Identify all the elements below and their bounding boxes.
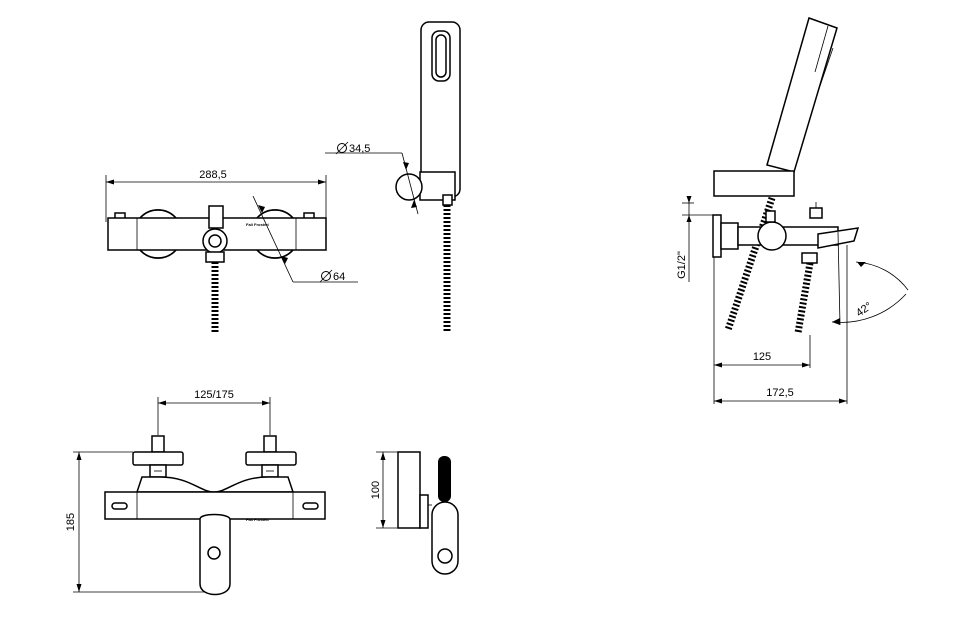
dim-arrow (380, 452, 386, 460)
dim-label-offset: 100 (370, 481, 382, 499)
hose-connector (442, 194, 453, 206)
shower-hose (724, 196, 776, 332)
hose-nut (205, 251, 225, 263)
spout-aerator (207, 546, 221, 560)
eccentric-connector (720, 222, 739, 250)
shower-hose-segment (438, 456, 451, 502)
side-view: G1/2" 42° 125 172,5 (676, 17, 909, 404)
dim-label-angle: 42° (854, 300, 875, 319)
dim-arrow (76, 452, 82, 460)
dim-label-diameter-holder: 34,5 (349, 143, 370, 155)
wall-flange-right (245, 451, 297, 466)
hand-shower-view: 34,5 (325, 21, 461, 333)
outlet-inner (208, 234, 222, 248)
shower-holder-side (713, 170, 795, 197)
shower-head-line (814, 25, 829, 73)
diameter-symbol (321, 271, 331, 281)
dim-arrow (106, 179, 114, 185)
end-cap-slot (111, 502, 128, 510)
bottom-view: 125/175 185 Fali Frosted (65, 389, 326, 596)
dim-arrow (839, 398, 847, 404)
side-top-nut (809, 207, 823, 219)
front-view: 288,5 Fali Frosted 64 (105, 169, 358, 333)
shower-hose-lower (794, 262, 814, 334)
holder-side-view: 100 (370, 451, 459, 575)
angle-leg-vertical (837, 231, 841, 326)
dim-arrow (686, 196, 692, 203)
side-knob (757, 221, 787, 251)
wall-flange-left (132, 451, 184, 466)
dim-arrow (258, 205, 265, 213)
knob-outline-bottom (256, 249, 294, 259)
dim-label-connection: G1/2" (676, 251, 688, 279)
dim-arrow (158, 400, 166, 406)
brand-logo: Fali Frosted (246, 222, 269, 227)
body-top-curve (135, 476, 295, 493)
dim-arrow (403, 162, 409, 170)
holder-arm (419, 494, 429, 529)
knob-outline-bottom (139, 249, 177, 259)
dim-arrow (411, 200, 417, 208)
angle-arrow (857, 262, 866, 267)
dim-arrow (714, 398, 722, 404)
outlet-stem (208, 205, 224, 229)
dim-label-spacing: 125/175 (194, 389, 234, 401)
dim-label-diameter-handle: 64 (333, 271, 345, 283)
dim-arrow (318, 179, 326, 185)
dim-label-125: 125 (753, 351, 771, 363)
dim-arrow (262, 400, 270, 406)
wall-flange (712, 214, 722, 258)
hand-shower-tilted (766, 17, 838, 173)
shower-head-line (819, 47, 834, 87)
angle-arrow (832, 318, 840, 325)
inlet-stem-left (151, 435, 165, 453)
end-cap-slot (302, 502, 319, 510)
hose-nut-side (801, 252, 818, 264)
shower-end-cap (437, 548, 453, 564)
shower-head-inner (435, 34, 447, 78)
knob-outline-top (139, 209, 177, 219)
dim-arrow (686, 215, 692, 222)
dim-arrow (76, 584, 82, 592)
diameter-symbol-slash (319, 269, 333, 283)
diameter-symbol (337, 143, 347, 153)
angle-arc-upper (855, 261, 909, 291)
dim-label-172: 172,5 (766, 387, 794, 399)
dim-arrow (281, 256, 288, 264)
dim-arrow (802, 362, 810, 368)
dim-arrow (380, 520, 386, 528)
side-outlet (765, 210, 776, 223)
dim-leader-diameter (252, 195, 294, 283)
dim-arrow (714, 362, 722, 368)
holder-ring (395, 173, 423, 201)
brand-logo: Fali Frosted (246, 517, 269, 522)
dim-label-height: 185 (65, 513, 77, 531)
angle-arc-lower (831, 293, 907, 323)
wall-mount-plate (397, 451, 421, 529)
inlet-stem-right (263, 435, 277, 453)
diameter-symbol-slash (335, 141, 349, 155)
dim-label-width: 288,5 (199, 169, 227, 181)
knob-outline-top (256, 209, 294, 219)
